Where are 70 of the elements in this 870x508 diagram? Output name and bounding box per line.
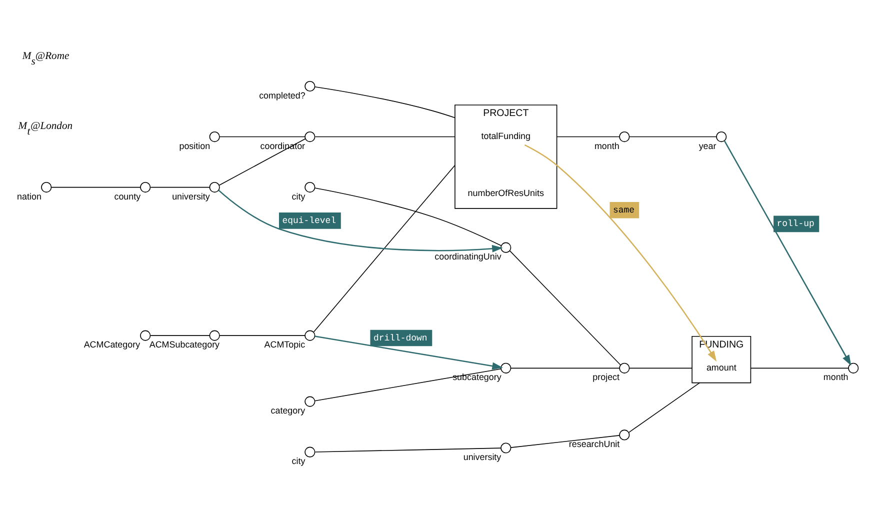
node-label: year bbox=[698, 140, 716, 150]
node-label: university bbox=[463, 452, 502, 462]
node-label: position bbox=[179, 140, 210, 150]
connector bbox=[219, 136, 306, 137]
node-circle bbox=[140, 330, 151, 340]
connector bbox=[219, 334, 306, 336]
edge-label: drill-down bbox=[373, 332, 428, 343]
connector bbox=[314, 187, 502, 246]
node-circle bbox=[619, 130, 630, 142]
node-circle bbox=[304, 396, 316, 406]
node-circle bbox=[500, 242, 512, 252]
node-circle bbox=[304, 80, 316, 92]
node-label: university bbox=[172, 190, 210, 201]
node-circle bbox=[304, 446, 316, 457]
connector bbox=[750, 367, 849, 368]
connector bbox=[314, 447, 502, 452]
connector bbox=[314, 136, 456, 137]
node-label: month bbox=[594, 140, 620, 150]
node-label: coordinatingUniv bbox=[434, 251, 502, 262]
connector bbox=[150, 334, 210, 336]
arrow bbox=[314, 335, 503, 370]
node-label: city bbox=[292, 190, 306, 201]
node-circle bbox=[619, 362, 630, 373]
connector bbox=[628, 136, 717, 137]
node-label: ACMSubcategory bbox=[149, 339, 220, 350]
node-circle bbox=[619, 429, 630, 440]
node-label: subcategory bbox=[452, 372, 502, 382]
node-circle bbox=[209, 130, 220, 142]
node-label: category bbox=[270, 405, 306, 416]
node-text: totalFunding bbox=[481, 130, 531, 141]
node-label: ACMTopic bbox=[264, 339, 306, 350]
node-label: county bbox=[114, 190, 141, 201]
node-circle bbox=[209, 330, 220, 340]
arrow bbox=[524, 144, 717, 362]
node-label: ACMCategory bbox=[84, 339, 140, 350]
node-text: amount bbox=[706, 362, 736, 372]
node-circle bbox=[500, 442, 512, 453]
node-circle bbox=[304, 330, 316, 340]
edge-label: same bbox=[613, 204, 635, 215]
node-circle bbox=[848, 362, 859, 373]
node-circle bbox=[304, 181, 316, 192]
connector bbox=[509, 250, 621, 365]
node-text: numberOfResUnits bbox=[468, 188, 544, 198]
arrow bbox=[724, 140, 852, 366]
connector bbox=[628, 382, 700, 432]
connector bbox=[314, 368, 502, 401]
node-circle bbox=[41, 181, 52, 192]
connector bbox=[628, 367, 692, 368]
connector bbox=[510, 434, 620, 448]
node-circle bbox=[716, 130, 727, 142]
arrow bbox=[218, 189, 503, 252]
node-circle bbox=[209, 181, 220, 192]
node-label: city bbox=[292, 456, 306, 466]
edge-label: roll-up bbox=[776, 218, 814, 229]
node-label: completed? bbox=[259, 90, 306, 100]
node-label: project bbox=[592, 372, 620, 382]
connector bbox=[314, 86, 456, 118]
connector bbox=[510, 367, 620, 368]
connector bbox=[218, 138, 306, 186]
node-label: month bbox=[823, 372, 848, 382]
connector bbox=[50, 186, 141, 188]
connector bbox=[313, 164, 456, 332]
node-label: nation bbox=[17, 190, 42, 201]
connector bbox=[150, 186, 210, 188]
connector bbox=[556, 136, 620, 137]
edge-label: equi-level bbox=[282, 215, 336, 226]
node-label: researchUnit bbox=[568, 438, 620, 449]
node-circle bbox=[304, 130, 316, 142]
node-circle bbox=[140, 181, 151, 192]
node-circle bbox=[500, 362, 512, 373]
